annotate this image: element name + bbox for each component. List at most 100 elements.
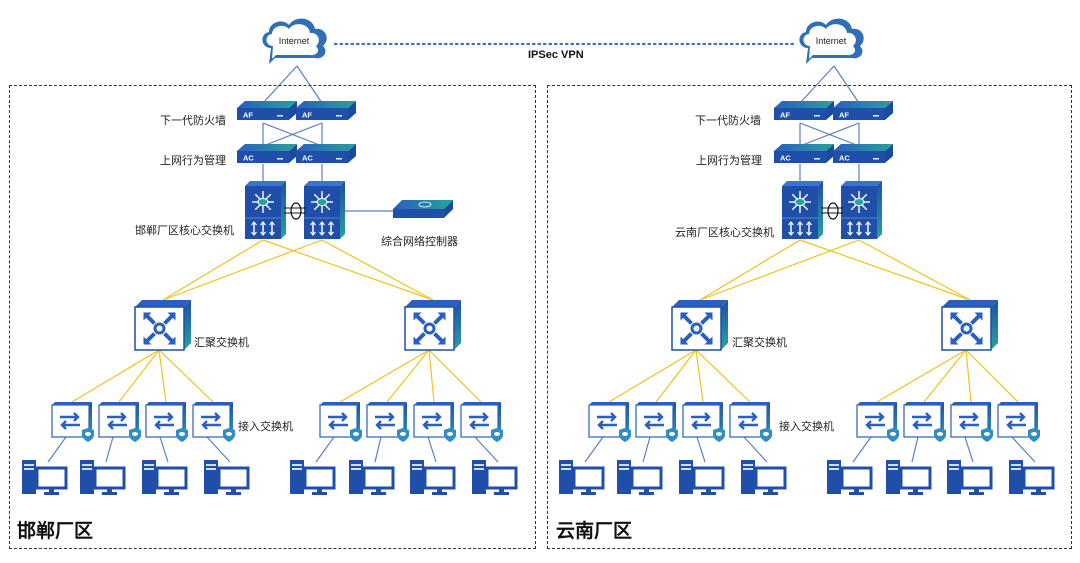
internet-label: Internet	[816, 36, 847, 46]
agg-top	[405, 300, 461, 307]
eye-icon	[85, 432, 91, 436]
eye-icon	[794, 198, 806, 206]
stack-link-icon	[290, 202, 302, 220]
exchange-arrows-icon	[154, 412, 174, 430]
access-side	[1035, 402, 1038, 437]
device-led	[277, 158, 283, 160]
access-top	[367, 402, 407, 405]
aggregation-switch-label-yunnan: 汇聚交换机	[732, 336, 787, 349]
device-side	[826, 144, 834, 163]
agg-top	[135, 300, 191, 307]
access-switch	[319, 402, 362, 442]
pc-workstation	[410, 460, 456, 495]
hub-icon	[153, 322, 166, 335]
agg-side	[721, 300, 728, 350]
cloud-fill	[266, 24, 319, 59]
access-front	[413, 404, 452, 438]
agg-side	[454, 300, 461, 350]
access-side	[183, 402, 186, 437]
eye-icon	[1031, 432, 1037, 436]
pc-workstation	[559, 460, 605, 495]
aggregation-switch-2	[404, 300, 461, 351]
access-top	[589, 402, 629, 405]
access-top	[857, 402, 897, 405]
access-switch	[192, 402, 235, 442]
device-label: AF	[839, 111, 849, 120]
access-switch	[98, 402, 141, 442]
firewall-1: AF	[774, 101, 834, 120]
exchange-arrows-icon	[469, 412, 489, 430]
access-top	[414, 402, 454, 405]
firewall-2: AF	[833, 101, 893, 120]
eye-icon	[179, 432, 185, 436]
access-side	[941, 402, 944, 437]
exchange-arrows-icon	[107, 412, 127, 430]
access-side	[894, 402, 897, 437]
access-front	[588, 404, 627, 438]
core-switch-label-yunnan: 云南厂区核心交换机	[675, 226, 774, 239]
device-front	[237, 151, 289, 163]
behavior-mgmt-2: AC	[296, 144, 356, 163]
aggregation-switch-label-handan: 汇聚交换机	[194, 336, 249, 349]
switch-top	[841, 181, 882, 186]
switch-top	[304, 181, 345, 186]
zone-title-yunnan: 云南厂区	[556, 520, 633, 542]
globe-icon	[418, 201, 432, 208]
controller-label-handan: 综合网络控制器	[381, 235, 458, 248]
vpn-label: IPSec VPN	[528, 49, 584, 61]
eye-icon	[853, 198, 865, 206]
pc-workstation	[1009, 460, 1055, 495]
access-top	[320, 402, 360, 405]
access-side	[988, 402, 991, 437]
eye-icon	[400, 432, 406, 436]
device-front	[833, 108, 885, 120]
behavior-mgmt-label-yunnan: 上网行为管理	[696, 154, 762, 167]
pc-workstation	[741, 460, 787, 495]
device-side	[289, 144, 297, 163]
access-side	[230, 402, 233, 437]
access-switch	[856, 402, 899, 442]
exchange-arrows-icon	[644, 412, 664, 430]
access-side	[136, 402, 139, 437]
eye-icon	[447, 432, 453, 436]
exchange-arrows-icon	[1006, 412, 1026, 430]
device-side	[348, 144, 356, 163]
exchange-arrows-icon	[422, 412, 442, 430]
firewall-1: AF	[237, 101, 297, 120]
access-top	[636, 402, 676, 405]
aggregation-switch-1	[671, 300, 728, 351]
device-top	[774, 101, 834, 108]
behavior-mgmt-1: AC	[237, 144, 297, 163]
access-side	[451, 402, 454, 437]
device-front	[833, 151, 885, 163]
device-led	[277, 115, 283, 117]
agg-top	[942, 300, 998, 307]
device-side	[885, 101, 893, 120]
switch-side	[340, 181, 345, 239]
exchange-arrows-icon	[912, 412, 932, 430]
pc-workstation	[947, 460, 993, 495]
eye-icon	[132, 432, 138, 436]
zone-yunnan	[547, 85, 1072, 549]
access-switch-label-handan: 接入交换机	[238, 420, 293, 433]
access-top	[683, 402, 723, 405]
access-side	[767, 402, 770, 437]
device-top	[833, 144, 893, 151]
exchange-arrows-icon	[865, 412, 885, 430]
pc-workstation	[617, 460, 663, 495]
device-led	[336, 158, 342, 160]
device-led	[873, 115, 879, 117]
device-top	[833, 101, 893, 108]
cloud-fill	[803, 24, 856, 59]
access-switch	[145, 402, 188, 442]
device-label: AC	[243, 154, 254, 163]
pc-workstation	[679, 460, 725, 495]
exchange-arrows-icon	[738, 412, 758, 430]
pc-workstation	[204, 460, 250, 495]
access-side	[673, 402, 676, 437]
aggregation-switch-1	[134, 300, 191, 351]
hub-icon	[690, 322, 703, 335]
pc-workstation	[80, 460, 126, 495]
stack-link-icon	[827, 202, 839, 220]
